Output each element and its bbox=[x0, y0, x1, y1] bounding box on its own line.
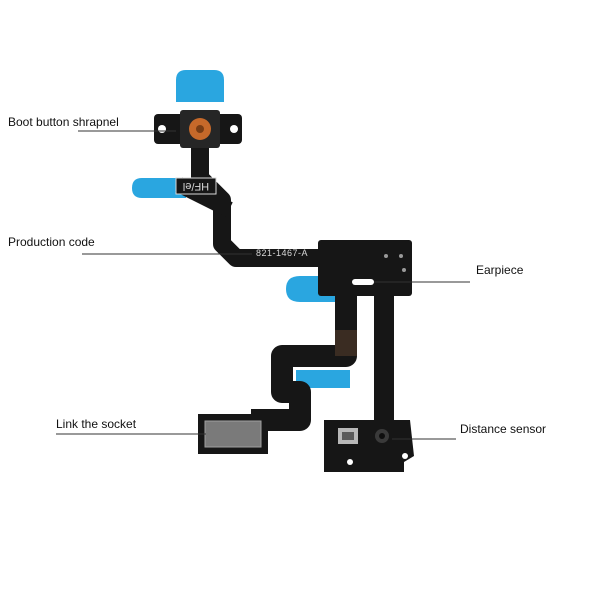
earpiece-hole-3 bbox=[402, 268, 406, 272]
part-number-text: 821-1467-A bbox=[256, 248, 308, 258]
left-blue-tab bbox=[132, 178, 186, 198]
bracket-hole-left bbox=[158, 125, 166, 133]
flex-left-ribbon bbox=[251, 281, 357, 431]
earpiece-hole-2 bbox=[399, 254, 403, 258]
top-blue-tab bbox=[176, 70, 224, 102]
earpiece-hole-1 bbox=[384, 254, 388, 258]
label-production-code: Production code bbox=[8, 235, 95, 249]
sensor-lens-core bbox=[379, 433, 385, 439]
bracket-hole-right bbox=[230, 125, 238, 133]
label-link-socket: Link the socket bbox=[56, 417, 137, 431]
earpiece-slot bbox=[352, 279, 374, 285]
label-distance-sensor: Distance sensor bbox=[460, 422, 547, 436]
socket-connector-shield bbox=[205, 421, 261, 447]
silkscreen-box bbox=[175, 177, 217, 195]
boot-button-dome-center bbox=[196, 125, 204, 133]
earpiece-board bbox=[318, 240, 412, 296]
distance-sensor-board bbox=[324, 420, 414, 472]
lower-blue-tab bbox=[296, 370, 350, 388]
silkscreen-text: HF/el bbox=[183, 180, 209, 192]
label-boot-button: Boot button shrapnel bbox=[8, 115, 119, 129]
flex-copper-window bbox=[335, 330, 357, 356]
sensor-hole-left bbox=[347, 459, 353, 465]
sensor-hole-right bbox=[402, 453, 408, 459]
flex-upper-ribbon bbox=[191, 133, 327, 267]
sensor-chip-core bbox=[342, 432, 354, 440]
label-earpiece: Earpiece bbox=[476, 263, 524, 277]
